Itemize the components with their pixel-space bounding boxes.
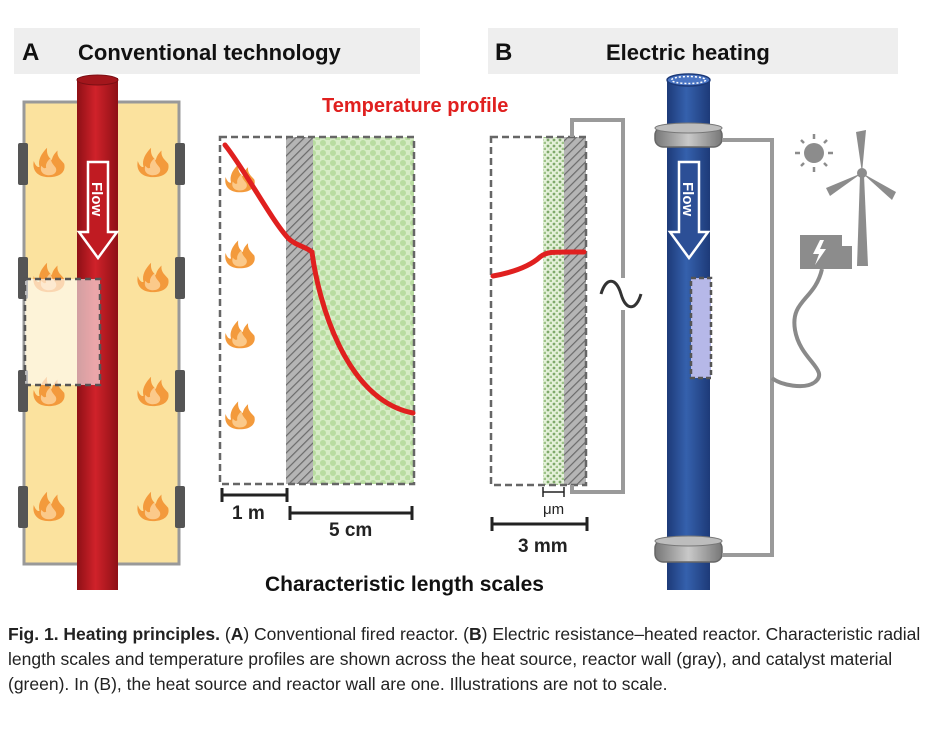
- heating-principles-figure: A Conventional technology Flow: [14, 28, 898, 596]
- sun-icon: [795, 134, 833, 172]
- reactor-wall-b: [564, 137, 586, 485]
- zoom-box-a: [23, 277, 102, 387]
- electrode-bottom: [654, 535, 723, 563]
- detail-a-frame: [218, 135, 416, 486]
- characteristic-length-scales-label: Characteristic length scales: [265, 573, 544, 596]
- circuit-wire-bottom: [570, 310, 625, 494]
- scale-bar-b-main: [490, 517, 589, 531]
- burners: [18, 143, 185, 528]
- scale-bar-a-1: [220, 488, 289, 502]
- power-cable: [770, 268, 824, 389]
- zoom-box-b: [689, 276, 713, 380]
- scale-label-um: μm: [543, 501, 564, 518]
- flow-label-b: Flow: [679, 182, 696, 216]
- reactor-wall-a: [286, 137, 313, 484]
- scale-bar-a-2: [288, 506, 414, 520]
- panel-b-title: Electric heating: [606, 40, 770, 65]
- panel-b-header: [488, 28, 898, 74]
- temperature-profile-label: Temperature profile: [322, 95, 508, 117]
- flow-arrow-icon: Flow: [667, 160, 711, 261]
- figure-caption: Fig. 1. Heating principles. (A) Conventi…: [8, 624, 921, 694]
- electrode-wire: [722, 138, 774, 557]
- caption-fig-label: Fig. 1. Heating principles.: [8, 624, 220, 644]
- temperature-profile-b: [490, 249, 587, 279]
- panel-b-letter: B: [495, 39, 512, 66]
- panel-a-letter: A: [22, 39, 39, 66]
- panel-a-title: Conventional technology: [78, 40, 342, 65]
- electrode-top: [654, 122, 723, 148]
- flow-arrow-icon: Flow: [76, 160, 120, 261]
- flow-label-a: Flow: [88, 182, 105, 216]
- temperature-profile-a: [222, 142, 416, 416]
- catalyst-b: [543, 137, 564, 485]
- scale-label-5cm: 5 cm: [329, 520, 372, 541]
- catalyst-a: [313, 137, 414, 484]
- power-plant-icon: [800, 235, 852, 269]
- scale-label-3mm: 3 mm: [518, 536, 568, 557]
- scale-bar-b-small: [542, 487, 565, 497]
- scale-label-1m: 1 m: [232, 503, 265, 524]
- ac-wave-icon: [599, 279, 643, 309]
- panel-a-header: [14, 28, 420, 74]
- detail-b-frame: [489, 135, 588, 487]
- circuit-wire-top: [570, 118, 625, 278]
- wind-turbine-icon: [826, 130, 896, 266]
